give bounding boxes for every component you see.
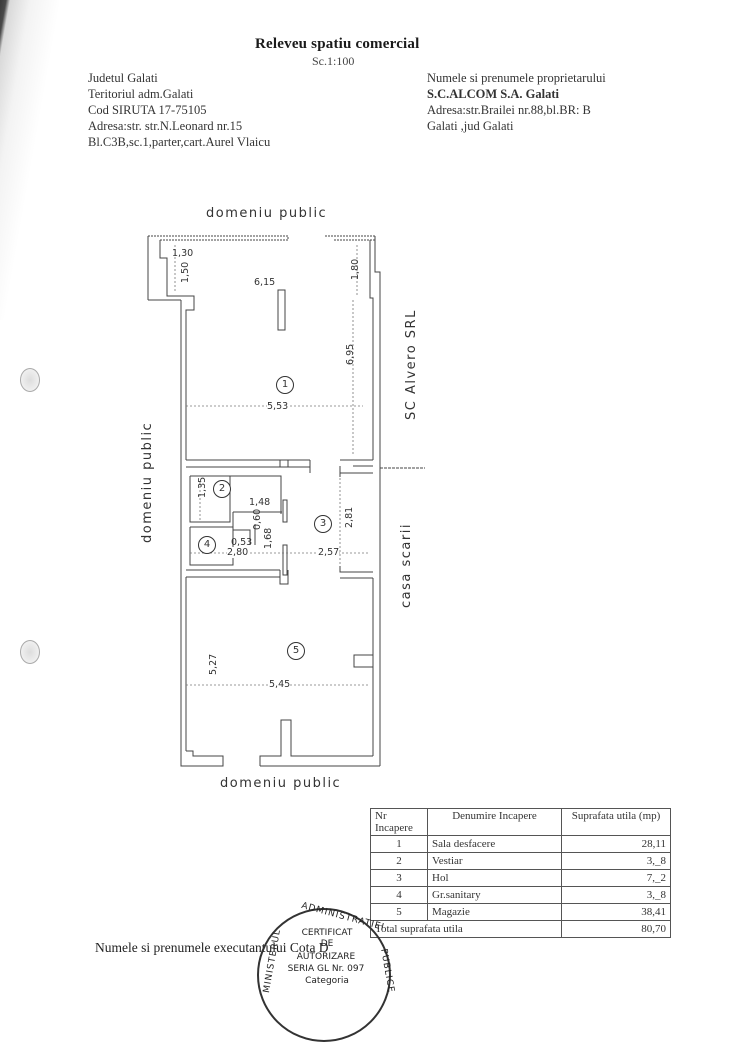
dim-5-27: 5,27	[208, 653, 219, 675]
stamp-line-1: CERTIFICAT	[301, 928, 353, 938]
table-row: 3 Hol 7,_2	[370, 869, 671, 887]
stamp-line-4: SERIA GL Nr. 097	[287, 964, 365, 974]
dim-5-53: 5,53	[267, 401, 289, 412]
document-scale: Sc.1:100	[312, 54, 355, 68]
room-number-1: 1	[276, 376, 294, 394]
owner-address: Adresa:str.Brailei nr.88,bl.BR: B	[427, 103, 591, 117]
row-name: Vestiar	[427, 852, 562, 870]
room-number-2: 2	[213, 480, 231, 498]
dim-6-15: 6,15	[254, 277, 276, 288]
floor-plan	[147, 235, 425, 767]
areas-table: Nr Incapere Denumire Incapere Suprafata …	[370, 808, 671, 938]
dim-2-81: 2,81	[344, 506, 355, 528]
dim-1-50: 1,50	[180, 261, 191, 283]
room-number-4: 4	[198, 536, 216, 554]
table-row: 4 Gr.sanitary 3,_8	[370, 886, 671, 904]
row-area: 28,11	[561, 835, 671, 853]
dim-1-30: 1,30	[172, 248, 194, 259]
owner-label: Numele si prenumele proprietarului	[427, 71, 606, 85]
owner-name: S.C.ALCOM S.A. Galati	[427, 87, 559, 101]
label-top-public-domain: domeniu public	[206, 206, 328, 221]
label-bottom-public-domain: domeniu public	[220, 776, 342, 791]
location-county: Judetul Galati	[88, 71, 158, 85]
dim-2-57: 2,57	[318, 547, 340, 558]
row-nr: 1	[370, 835, 428, 853]
row-nr: 4	[370, 886, 428, 904]
total-value: 80,70	[561, 920, 671, 938]
dim-2-80: 2,80	[227, 547, 249, 558]
location-address: Adresa:str. str.N.Leonard nr.15	[88, 119, 243, 133]
owner-info: Numele si prenumele proprietarului S.C.A…	[427, 70, 606, 134]
row-name: Hol	[427, 869, 562, 887]
stamp-line-5: Categoria	[305, 976, 349, 986]
location-territory: Teritoriul adm.Galati	[88, 87, 194, 101]
row-name: Sala desfacere	[427, 835, 562, 853]
label-neighbor-alvero: SC Alvero SRL	[404, 309, 419, 420]
label-stairwell: casa scarii	[399, 523, 414, 608]
dim-0-60: 0,60	[252, 508, 263, 530]
table-row: 1 Sala desfacere 28,11	[370, 835, 671, 853]
table-row: 5 Magazie 38,41	[370, 903, 671, 921]
room-number-3: 3	[314, 515, 332, 533]
dim-1-48: 1,48	[249, 497, 271, 508]
row-area: 3,_8	[561, 852, 671, 870]
owner-city: Galati ,jud Galati	[427, 119, 514, 133]
dim-5-45: 5,45	[269, 679, 291, 690]
punch-hole	[20, 640, 40, 664]
row-nr: 5	[370, 903, 428, 921]
row-nr: 2	[370, 852, 428, 870]
table-header-row: Nr Incapere Denumire Incapere Suprafata …	[370, 808, 671, 836]
dim-0-53: 0,53	[231, 537, 253, 548]
dim-1-80: 1,80	[350, 258, 361, 280]
room-number-5: 5	[287, 642, 305, 660]
punch-hole	[20, 368, 40, 392]
total-label: Total suprafata utila	[370, 920, 562, 938]
row-area: 3,_8	[561, 886, 671, 904]
row-name: Gr.sanitary	[427, 886, 562, 904]
label-left-public-domain: domeniu public	[140, 421, 155, 543]
row-area: 7,_2	[561, 869, 671, 887]
table-total-row: Total suprafata utila 80,70	[370, 920, 671, 938]
dim-1-68: 1,68	[263, 527, 274, 549]
location-siruta: Cod SIRUTA 17-75105	[88, 103, 207, 117]
dim-6-95: 6,95	[345, 343, 356, 365]
table-row: 2 Vestiar 3,_8	[370, 852, 671, 870]
location-info: Judetul Galati Teritoriul adm.Galati Cod…	[88, 70, 270, 150]
header-name: Denumire Incapere	[427, 808, 562, 836]
location-block: Bl.C3B,sc.1,parter,cart.Aurel Vlaicu	[88, 135, 271, 149]
row-nr: 3	[370, 869, 428, 887]
header-nr: Nr Incapere	[370, 808, 428, 836]
stamp-line-3: AUTORIZARE	[296, 952, 356, 962]
row-name: Magazie	[427, 903, 562, 921]
document-title: Releveu spatiu comercial	[255, 36, 420, 52]
dim-1-35: 1,35	[197, 476, 208, 498]
header-area: Suprafata utila (mp)	[561, 808, 671, 836]
stamp-line-2: DE	[320, 939, 334, 949]
row-area: 38,41	[561, 903, 671, 921]
